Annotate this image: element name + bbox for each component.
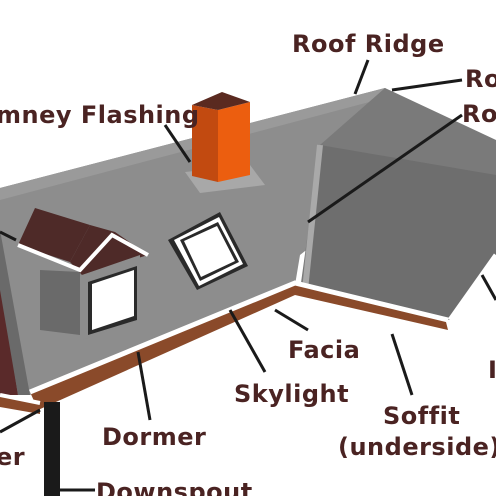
label-dormer: Dormer xyxy=(102,423,206,451)
dormer-window xyxy=(92,270,134,330)
leader-soffit xyxy=(390,333,414,396)
leader-skylight xyxy=(228,309,267,373)
facia-trim xyxy=(0,253,496,414)
label-downspout: Downspout xyxy=(96,478,253,496)
label-right-mid: I xyxy=(488,356,496,384)
downspout xyxy=(44,402,60,496)
leader-roof-ridge xyxy=(353,59,370,95)
valley-face xyxy=(305,145,496,318)
leader-chimney-flashing xyxy=(163,124,192,163)
chimney xyxy=(185,92,265,193)
leader-dormer xyxy=(136,351,152,421)
label-roof-ridge: Roof Ridge xyxy=(292,30,445,58)
left-gable-side xyxy=(0,230,30,395)
label-chimney-flashing: mney Flashing xyxy=(0,101,200,129)
skylight xyxy=(168,212,248,290)
label-right-top-2: Ro xyxy=(462,100,496,128)
chimney-left-face xyxy=(192,105,218,182)
label-soffit-note: (underside) xyxy=(338,433,496,461)
leader-right-top-1 xyxy=(391,78,463,92)
skylight-glass xyxy=(184,226,235,277)
dormer-trim xyxy=(17,232,149,273)
label-skylight: Skylight xyxy=(234,380,349,408)
left-facia-edge xyxy=(0,393,41,405)
label-left-bottom: er xyxy=(0,443,25,471)
leader-lines xyxy=(0,59,496,492)
label-soffit: Soffit xyxy=(383,402,460,430)
chimney-top xyxy=(192,92,250,110)
left-facia xyxy=(0,395,40,414)
dormer xyxy=(17,208,149,340)
facia-white-edge xyxy=(29,280,449,395)
leader-left-bottom xyxy=(0,408,41,434)
leader-right-mid xyxy=(480,274,496,301)
hip-edge-trim xyxy=(447,253,496,322)
leader-facia xyxy=(274,308,309,332)
label-right-top-1: Ro xyxy=(465,65,496,93)
leader-right-top-2 xyxy=(307,113,463,224)
leader-dormer-left xyxy=(0,230,17,242)
dormer-shadow xyxy=(40,270,80,335)
labels: Roof Ridge Ro Ro mney Flashing Facia Sky… xyxy=(0,30,496,496)
dormer-roof-left xyxy=(18,208,90,262)
chimney-front-face xyxy=(218,102,250,182)
label-facia: Facia xyxy=(288,336,360,364)
